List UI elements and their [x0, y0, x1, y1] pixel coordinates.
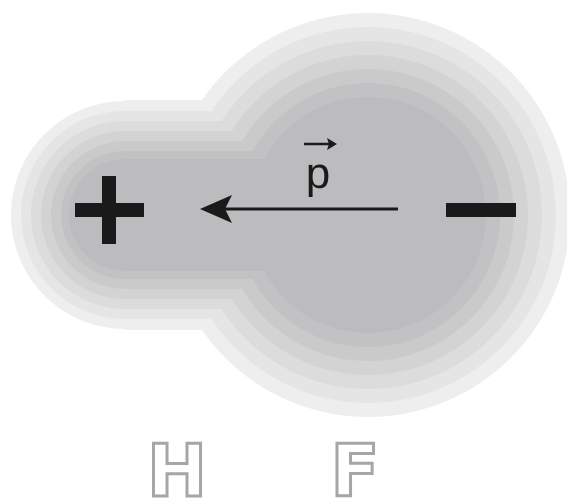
negative-pole-icon	[446, 203, 516, 217]
atom-label-h: H	[147, 429, 207, 504]
dipole-vector-label: p	[304, 138, 337, 198]
dipole-symbol: p	[306, 149, 330, 198]
electron-cloud	[11, 13, 567, 417]
cloud-shell	[69, 97, 486, 333]
atom-label-f: F	[330, 429, 379, 504]
dipole-arrow	[200, 195, 398, 223]
positive-pole-icon	[75, 176, 144, 244]
